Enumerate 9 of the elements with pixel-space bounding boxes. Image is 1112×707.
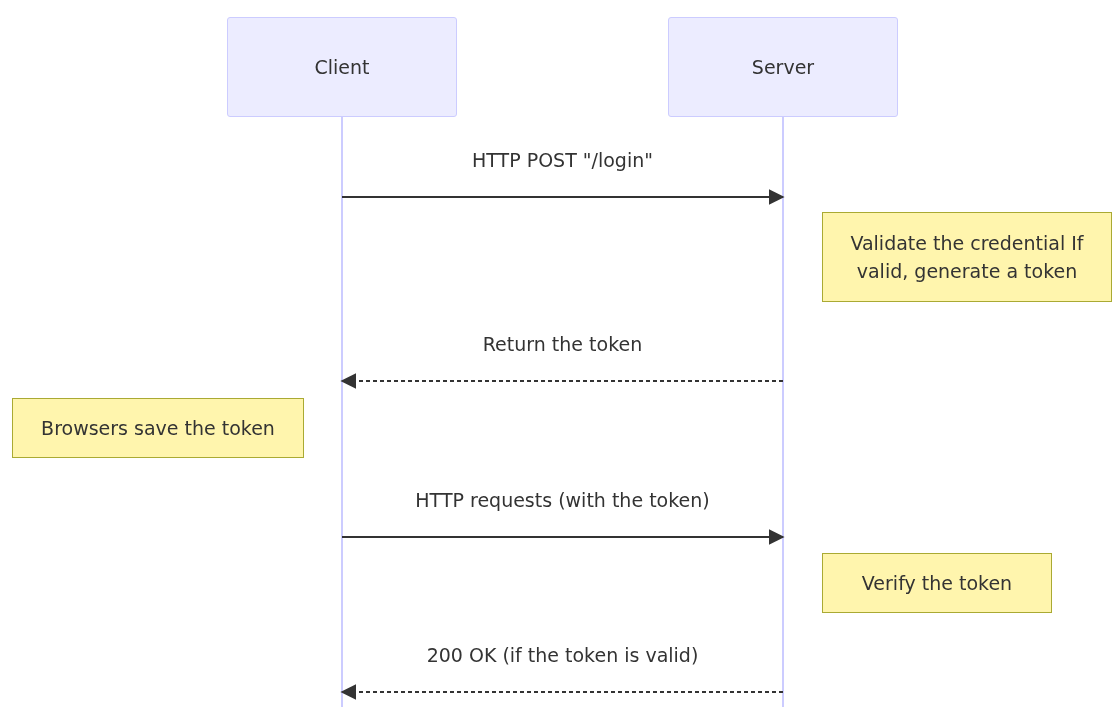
note-box: Browsers save the token [12,398,304,458]
note-box: Verify the token [822,553,1052,613]
message-arrow [340,373,784,389]
participant-box: Server [668,17,898,117]
message-arrow [340,684,784,700]
message-arrow [341,189,785,205]
participant-box: Client [227,17,457,117]
note-box: Validate the credential If valid, generate a token [822,212,1112,302]
message-arrow [341,529,785,545]
